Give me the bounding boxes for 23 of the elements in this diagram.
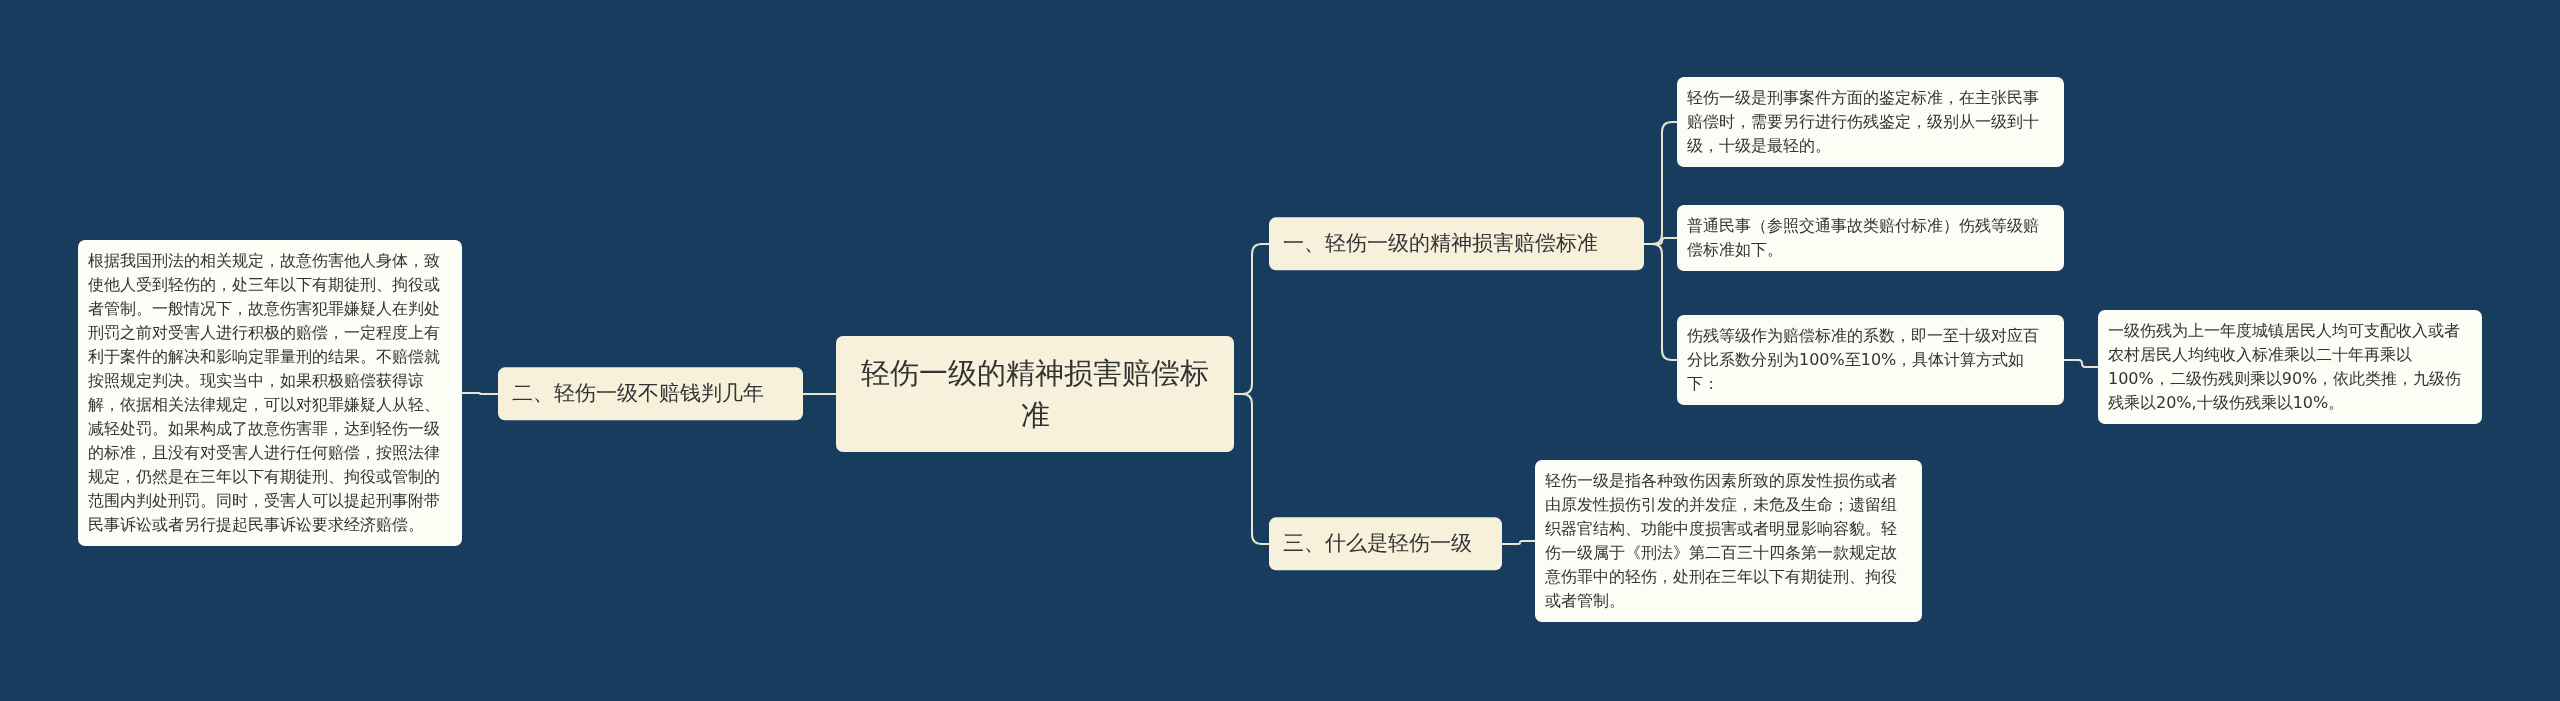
topic-text: 普通民事（参照交通事故类赔付标准）伤残等级赔偿标准如下。 <box>1687 215 2040 261</box>
topic-text: 轻伤一级是指各种致伤因素所致的原发性损伤或者由原发性损伤引发的并发症，未危及生命；遗留组织器官结构、功能中度损害或者明显影响容貌。轻伤一级属于《刑法》第二百三十四条第一款规定故意伤罪中的轻伤，处刑在三年以下有期徒刑、拘役或者管制。 <box>1545 470 1898 612</box>
topic-text: 一、轻伤一级的精神损害赔偿标准 <box>1283 230 1599 258</box>
connector-line <box>2063 359 2099 368</box>
topic-text: 轻伤一级的精神损害赔偿标准 <box>860 354 1210 434</box>
branch-topic <box>1269 517 1502 571</box>
connector-line <box>1501 540 1536 545</box>
connector-line <box>461 392 499 395</box>
topic-text: 轻伤一级是刑事案件方面的鉴定标准，在主张民事赔偿时，需要另行进行伤残鉴定，级别从一级到十级，十级是最轻的。 <box>1687 87 2040 157</box>
branch-topic <box>1269 217 1644 271</box>
topic-text: 三、什么是轻伤一级 <box>1283 530 1473 558</box>
branch-topic <box>498 367 803 421</box>
connector-line <box>802 393 837 395</box>
note-card <box>1677 205 2064 271</box>
topic-text: 一级伤残为上一年度城镇居民人均可支配收入或者农村居民人均纯收入标准乘以二十年再乘以100%，二级伤残则乘以90%，依此类推，九级伤残乘以20%,十级伤残乘以10%。 <box>2108 320 2463 414</box>
topic-text: 根据我国刑法的相关规定，故意伤害他人身体，致使他人受到轻伤的，处三年以下有期徒刑、拘役或者管制。一般情况下，故意伤害犯罪嫌疑人在判处刑罚之前对受害人进行积极的赔偿，一定程度上有利于案件的解决和影响定罪量刑的结果。不赔偿就按照规定判决。现实当中，如果积极赔偿获得谅解，依据相关法律规定，可以对犯罪嫌疑人从轻、减轻处罚。如果构成了故意伤害罪，达到轻伤一级的标准，且没有对受害人进行任何赔偿，按照法律规定，仍然是在三年以下有期徒刑、拘役或管制的范围内判处刑罚。同时，受害人可以提起刑事附带民事诉讼或者另行提起民事诉讼要求经济赔偿。 <box>88 250 441 536</box>
note-card <box>1535 460 1922 622</box>
topic-text: 二、轻伤一级不赔钱判几年 <box>512 380 765 408</box>
note-card <box>1677 315 2064 405</box>
topic-text: 伤残等级作为赔偿标准的系数，即一至十级对应百分比系数分别为100%至10%，具体计算方式如下： <box>1687 325 2040 395</box>
note-card <box>1677 77 2064 167</box>
central-topic <box>836 335 1234 453</box>
note-card <box>2098 310 2482 424</box>
